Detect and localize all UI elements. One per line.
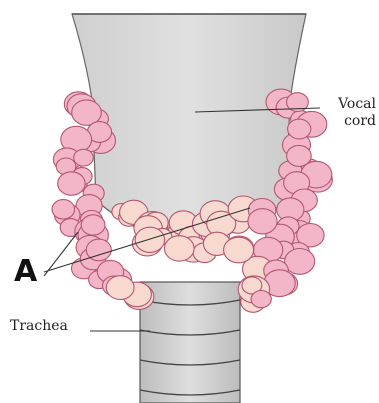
trachea: [140, 282, 240, 403]
vocal-cord-label: Vocal cord: [318, 96, 376, 130]
thyroid-follicle: [165, 236, 195, 261]
thyroid-follicle: [251, 291, 271, 308]
thyroid-follicle: [52, 200, 75, 219]
thyroid-follicle: [288, 119, 311, 139]
thyroid-follicle: [224, 237, 254, 263]
thyroid-follicle: [81, 215, 105, 235]
marker-a-label: A: [14, 256, 37, 288]
thyroid-follicle: [285, 249, 315, 275]
thyroid-follicle: [74, 149, 94, 166]
thyroid-follicle: [135, 227, 164, 252]
trachea-label: Trachea: [10, 318, 68, 335]
thyroid-follicle: [248, 209, 277, 234]
thyroid-follicle: [58, 172, 85, 195]
thyroid-follicle: [106, 276, 134, 300]
